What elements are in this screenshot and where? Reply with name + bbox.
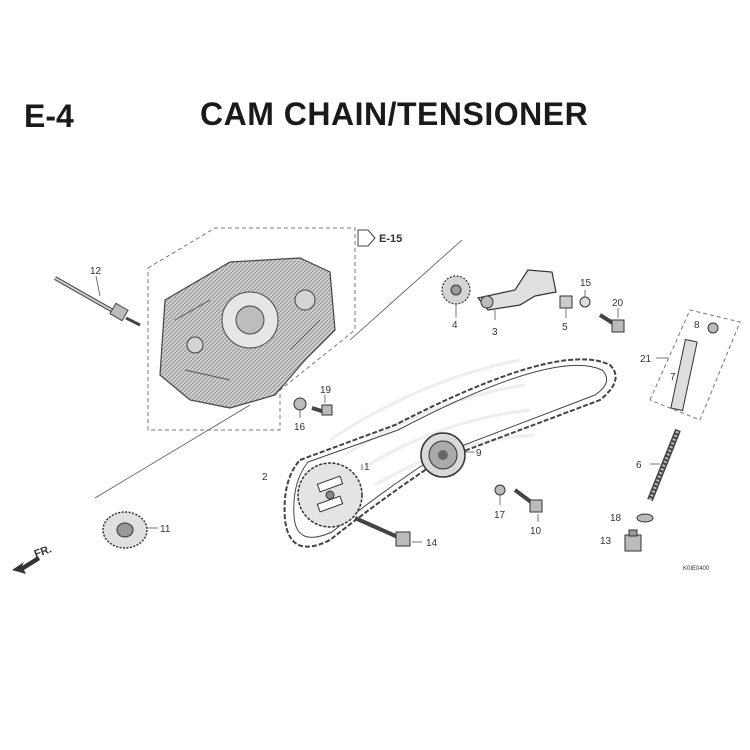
part-6-spring	[647, 428, 681, 502]
part-19-bolt	[311, 395, 333, 416]
part-1-cam-sprocket	[297, 462, 363, 528]
part-10-bolt	[513, 488, 543, 522]
part-11-crank-sprocket	[102, 511, 158, 549]
part-16-washer	[293, 397, 307, 418]
callout-7: 7	[670, 372, 676, 383]
callout-17: 17	[494, 510, 506, 521]
callout-2: 2	[262, 472, 268, 483]
callout-5: 5	[562, 322, 568, 333]
part-15-washer	[579, 290, 591, 308]
part-14-bolt	[354, 516, 422, 547]
callout-labels: 1 2 3 4 5 6 7 8 9 10 11 12 13 14 15 16 1…	[90, 266, 700, 549]
callout-9: 9	[476, 448, 482, 459]
callout-1: 1	[364, 462, 370, 473]
leader-line	[94, 404, 251, 499]
callout-16: 16	[294, 422, 306, 433]
front-label: FR.	[33, 543, 54, 560]
callout-18: 18	[610, 513, 622, 524]
crankcase-group	[147, 227, 356, 431]
callout-19: 19	[320, 385, 332, 396]
callout-12: 12	[90, 266, 102, 277]
callout-6: 6	[636, 460, 642, 471]
diagram-title: CAM CHAIN/TENSIONER	[200, 96, 589, 132]
callout-3: 3	[492, 327, 498, 338]
part-13-sealing-bolt	[624, 529, 642, 552]
part-18-washer	[636, 513, 654, 523]
part-21-tensioner-lifter	[649, 309, 741, 421]
reference-label: E-15	[379, 233, 402, 245]
leader-line	[349, 239, 463, 341]
callout-15: 15	[580, 278, 592, 289]
callout-14: 14	[426, 538, 438, 549]
part-17-washer	[494, 484, 506, 505]
callout-4: 4	[452, 320, 458, 331]
part-5-collar	[559, 295, 573, 318]
part-3-tensioner-arm	[476, 269, 557, 320]
callout-8: 8	[694, 320, 700, 331]
part-4-sprocket	[441, 275, 471, 318]
diagram-code: K0IE0400	[683, 566, 710, 572]
reference-arrow-e15[interactable]: E-15	[357, 229, 402, 247]
callout-13: 13	[600, 536, 612, 547]
front-direction-arrow: FR.	[12, 543, 53, 574]
callout-11: 11	[160, 524, 171, 535]
callout-21: 21	[640, 354, 652, 365]
part-20-bolt	[598, 308, 625, 333]
callout-20: 20	[612, 298, 624, 309]
part-9-guide-roller	[420, 432, 474, 478]
callout-10: 10	[530, 526, 542, 537]
section-code: E-4	[24, 98, 74, 134]
part-12-bolt	[54, 275, 141, 327]
